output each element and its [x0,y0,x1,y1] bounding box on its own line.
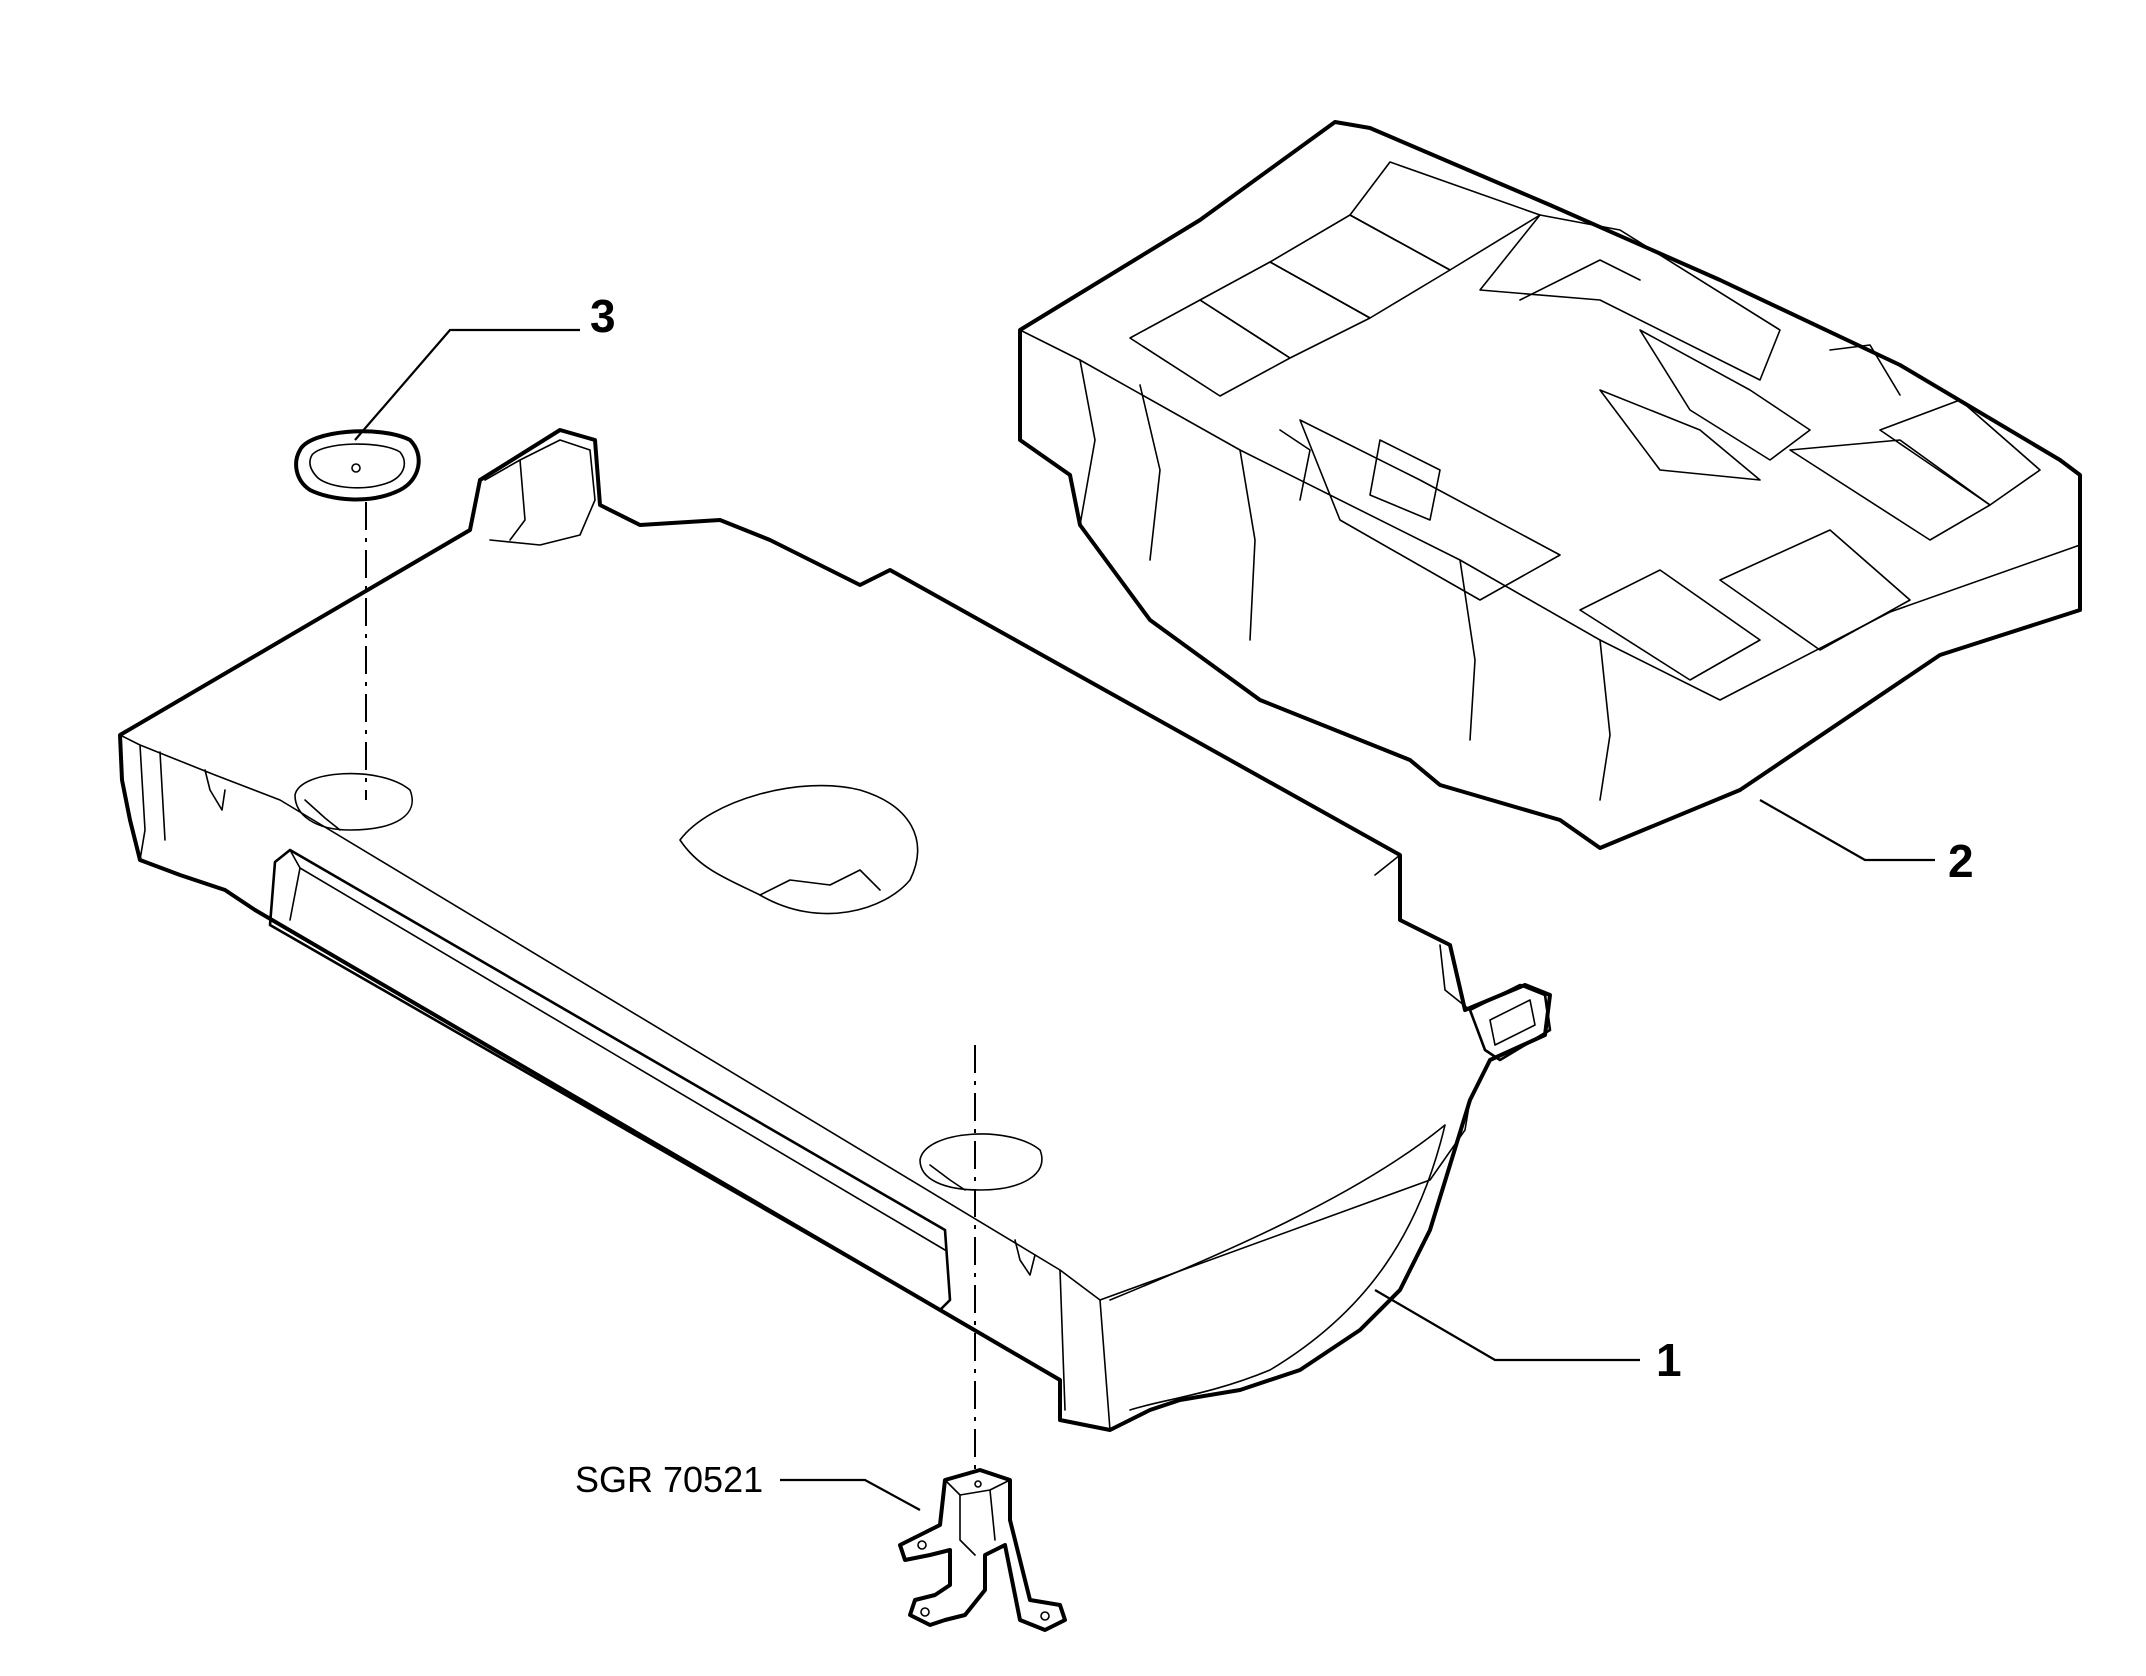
bracket-sgr-70521 [898,1468,1067,1632]
callout-2: 2 [1948,835,1974,887]
callout-1: 1 [1656,1334,1682,1386]
callout-3: 3 [590,290,616,342]
reference-label-sgr: SGR 70521 [575,1459,763,1500]
leader-line-1 [1374,1289,1640,1362]
part-2-tray [1018,120,2082,850]
part-3-cap [294,429,421,502]
leader-line-2 [1759,799,1935,862]
part-1-main-tray [118,428,1552,1432]
leader-line-3 [354,328,580,441]
leader-line-sgr [780,1478,921,1511]
